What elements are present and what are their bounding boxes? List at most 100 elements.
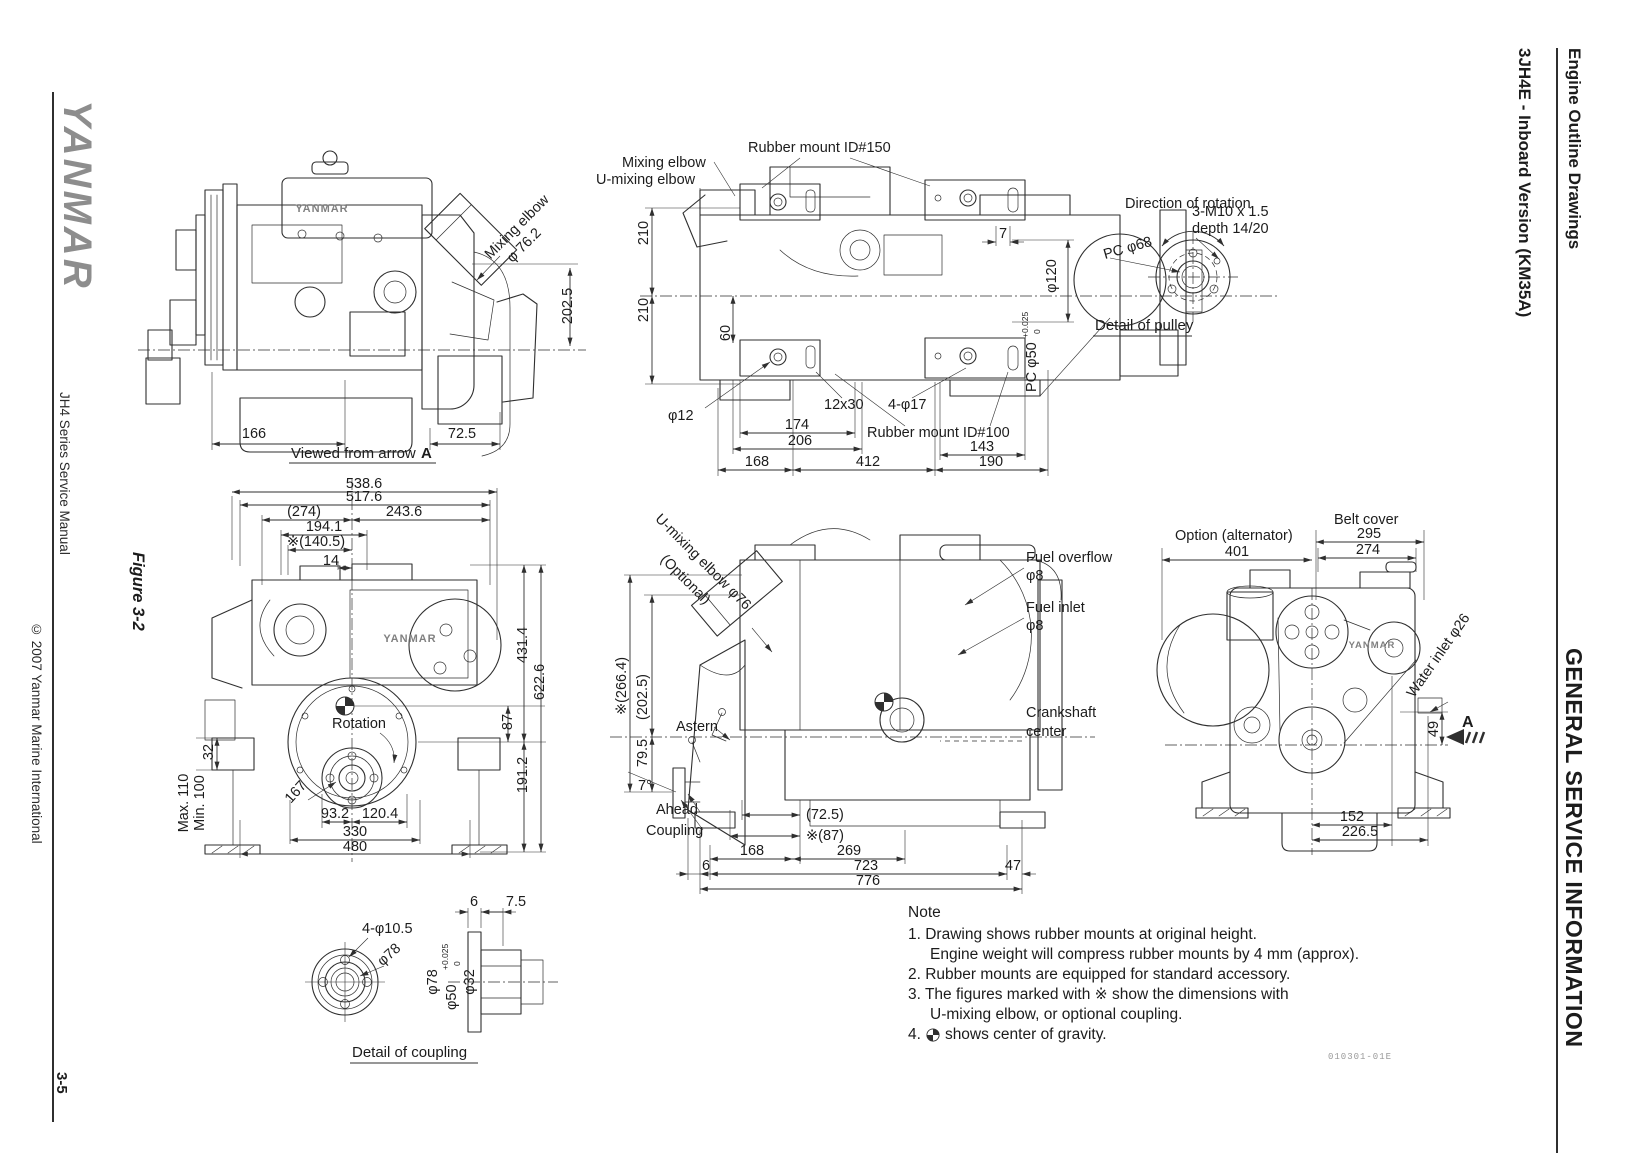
dim-480: 480 [343,839,367,855]
belt-cover-label: Belt cover [1334,512,1399,528]
center-of-gravity-icon [926,1028,940,1042]
fuel-overflow-dia: φ8 [1026,568,1043,584]
dim-274: (274) [287,504,321,520]
dim-152: 152 [1340,809,1364,825]
arrow-a-icon [1446,729,1464,745]
astern-label: Astern [676,719,718,735]
drawing-top-view: Rubber mount ID#150 Mixing elbow U-mixin… [596,140,1280,476]
note-line: 3. The figures marked with ※ show the di… [908,986,1289,1003]
coupling-caption: Detail of coupling [352,1044,467,1061]
dim-49: 49 [1426,721,1442,737]
option-alternator-label: Option (alternator) [1175,528,1293,544]
yanmar-logo: YANMAR [55,100,99,291]
drawing-coupling-detail: 4-φ10.5 φ78 6 7.5 φ78 φ50 +0.025 0 φ32 D… [305,894,558,1064]
dim-243-6: 243.6 [386,504,422,520]
dim-622-6: 622.6 [532,664,548,700]
dim-47: 47 [1005,858,1021,874]
dim-401: 401 [1225,544,1249,560]
rotation-label: Rotation [332,716,386,732]
dim-210-upper: 210 [636,221,652,245]
coupling-label: Coupling [646,823,703,839]
slot-12x30-label: 12x30 [824,397,864,413]
note-line: 4. shows center of gravity. [908,1025,1378,1045]
view-a-caption: Viewed from arrow [291,445,416,462]
chapter-title: GENERAL SERVICE INFORMATION [1561,648,1587,1048]
dim-269: 269 [837,843,861,859]
dim-6-side: 6 [702,858,710,874]
dim-166: 166 [242,426,266,442]
tolerance-upper: +0.025 [1020,311,1030,338]
dim-168: 168 [745,454,769,470]
dim-72-5: 72.5 [448,426,476,442]
note-line: 1. Drawing shows rubber mounts at origin… [908,926,1257,943]
dim-330: 330 [343,824,367,840]
bolt-spec-label: 3-M10 x 1.5 [1192,204,1269,220]
dim-phi-32: φ32 [462,969,478,995]
copyright-text: © 2007 Yanmar Marine International [29,622,44,844]
dim-517-6: 517.6 [346,489,382,505]
dim-phi-120: φ120 [1044,259,1060,293]
dim-14: 14 [323,553,339,569]
dim-max-110: Max. 110 [176,774,192,833]
center-of-gravity-symbol [874,692,894,712]
fuel-overflow-label: Fuel overflow [1026,550,1113,566]
dim-60: 60 [718,325,734,341]
ahead-label: Ahead [656,802,698,818]
dim-32: 32 [201,744,217,760]
note-block: Note 1. Drawing shows rubber mounts at o… [908,903,1378,1045]
right-margin-rule [1556,48,1558,1153]
note-item4-number: 4. [908,1026,921,1043]
drawing-view-a: YANMAR Mixing elbow φ 76.2 202.5 166 72.… [138,150,586,464]
dim-206: 206 [788,433,812,449]
view-a-caption-arrow: A [421,445,432,462]
tolerance-lower: 0 [1032,329,1042,334]
dim-143: 143 [970,439,994,455]
dim-72-5-side: (72.5) [806,807,844,823]
dim-93-2: 93.2 [321,806,349,822]
engine-logo-rear: YANMAR [383,633,436,645]
u-mixing-elbow-label: U-mixing elbow [596,172,696,188]
dim-412: 412 [856,454,880,470]
dim-120-4: 120.4 [362,806,398,822]
dim-167: 167 [282,778,310,807]
engine-logo-front: YANMAR [1349,640,1396,651]
dim-168-side: 168 [740,843,764,859]
dim-776: 776 [856,873,880,889]
dim-pc-phi-68: PC φ68 [1102,234,1154,263]
dim-phi-78: φ78 [425,969,441,995]
dim-79-5: 79.5 [635,739,651,767]
center-of-gravity-symbol [335,696,355,716]
dim-431-4: 431.4 [515,627,531,663]
dim-7-degrees: 7° [638,778,652,794]
model-title: 3JH4E - Inboard Version (KM35A) [1515,48,1534,318]
dim-210-lower: 210 [636,298,652,322]
mixing-elbow-label: Mixing elbow [622,155,706,171]
coupling-phi-78-diagonal: φ78 [374,941,404,970]
drawing-side-view: U-mixing elbow φ76 (Optional) ※(266.4) (… [610,511,1113,894]
holes-4-phi17-label: 4-φ17 [888,397,926,413]
rubber-mount-150-label: Rubber mount ID#150 [748,140,891,156]
dim-274-front: 274 [1356,542,1380,558]
drawing-front-view: YANMAR Option (alternator) 401 Belt cove… [1156,512,1486,855]
dim-phi-12: φ12 [668,408,694,424]
page-number: 3-5 [53,1072,70,1094]
dim-538-6: 538.6 [346,476,382,492]
drawing-pulley-detail: Direction of rotation PC φ68 3-M10 x 1.5… [1093,196,1269,337]
dim-190: 190 [979,454,1003,470]
figure-label: Figure 3-2 [129,552,147,631]
fuel-inlet-label: Fuel inlet [1026,600,1085,616]
dim-194-1: 194.1 [306,519,342,535]
dim-191-2: 191.2 [515,757,531,793]
series-title: JH4 Series Service Manual [57,392,72,555]
arrow-a-label: A [1462,714,1474,731]
left-margin-rule [52,92,54,1122]
dim-87-side: ※(87) [806,828,844,844]
note-line: U-mixing elbow, or optional coupling. [930,1006,1183,1023]
note-item4-text: shows center of gravity. [944,1026,1107,1043]
pulley-caption: Detail of pulley [1095,317,1194,334]
rubber-mount-100-label: Rubber mount ID#100 [867,425,1010,441]
dim-phi-50: φ50 [444,984,460,1010]
coupling-tolerance-lower: 0 [452,961,462,966]
